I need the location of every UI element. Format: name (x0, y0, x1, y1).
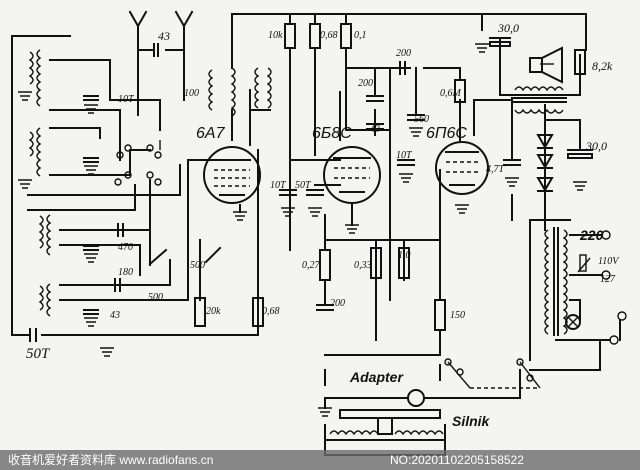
watermark-right: NO:20201102205158522 (390, 453, 524, 467)
capacitors (29, 37, 593, 342)
tube-6p6s (435, 141, 489, 195)
ground-symbols (18, 43, 587, 417)
label-r82k: 8,2k (592, 59, 613, 73)
label-c43-low: 43 (110, 310, 120, 321)
tube-label-6a7: 6A7 (196, 125, 226, 142)
label-c560: 560 (414, 114, 429, 125)
label-c100: 100 (184, 88, 199, 99)
label-r01: 0,1 (354, 30, 367, 41)
label-r06m: 0,6M (440, 88, 462, 99)
label-r10k: 10k (268, 30, 283, 41)
label-r068-top: 0,68 (320, 30, 338, 41)
rectifier-diodes (536, 134, 554, 192)
if-coils (208, 67, 272, 117)
label-c43-top: 43 (158, 29, 170, 43)
label-c30-top: 30,0 (497, 21, 519, 35)
label-r068-low: 0,68 (262, 306, 280, 317)
label-c10t-a: 10T (270, 180, 287, 191)
label-110v: 110V (598, 256, 620, 267)
watermark-left: 收音机爱好者资料库 www.radiofans.cn (8, 452, 213, 467)
speaker (529, 46, 563, 84)
label-silnik: Silnik (452, 413, 491, 429)
label-adapter: Adapter (349, 369, 404, 385)
tube-6b8s (323, 146, 381, 204)
label-c200-low: 200 (330, 298, 345, 309)
label-r10: 1,0 (398, 250, 411, 261)
section-labels: Adapter Silnik (349, 369, 491, 429)
mains-terminals (565, 230, 627, 345)
label-c50t-a: 50T (295, 180, 312, 191)
label-r033: 0,33 (354, 260, 372, 271)
label-c47t: 4,7T (486, 164, 506, 175)
label-c500-b: 500 (190, 260, 205, 271)
label-c500-a: 500 (148, 292, 163, 303)
label-c30-right: 30,0 (585, 139, 607, 153)
tube-label-6b8s: 6Б8С (312, 125, 352, 142)
label-r027: 0,27 (302, 260, 321, 271)
label-c200-top: 200 (396, 48, 411, 59)
label-c10t-b: 10T (396, 150, 413, 161)
label-c180: 180 (118, 267, 133, 278)
label-r150: 150 (450, 310, 465, 321)
adapter-switches (407, 358, 541, 407)
label-127v: 127 (600, 274, 616, 285)
power-transformer (544, 227, 568, 336)
tube-label-6p6s: 6П6С (426, 125, 467, 142)
label-c10t-left: 10T (118, 94, 135, 105)
label-c43-mid: 43 (370, 124, 380, 135)
band-switches (114, 140, 162, 186)
motor-coil (324, 409, 446, 456)
component-labels: 6A7 6Б8С 6П6С 43 10T 100 10k 0,68 0,1 20… (26, 21, 620, 362)
label-c470: 470 (118, 242, 133, 253)
label-c200-mid: 200 (358, 78, 373, 89)
watermark-bar: 收音机爱好者资料库 www.radiofans.cn NO:2020110220… (0, 450, 640, 470)
resistors (194, 23, 586, 331)
label-r20k: 20k (206, 306, 221, 317)
tube-6a7 (203, 146, 261, 204)
rf-coils (28, 49, 52, 317)
output-transformer (511, 86, 567, 114)
label-220v: 220 (579, 227, 604, 243)
label-c50t-bottom: 50T (26, 346, 51, 362)
